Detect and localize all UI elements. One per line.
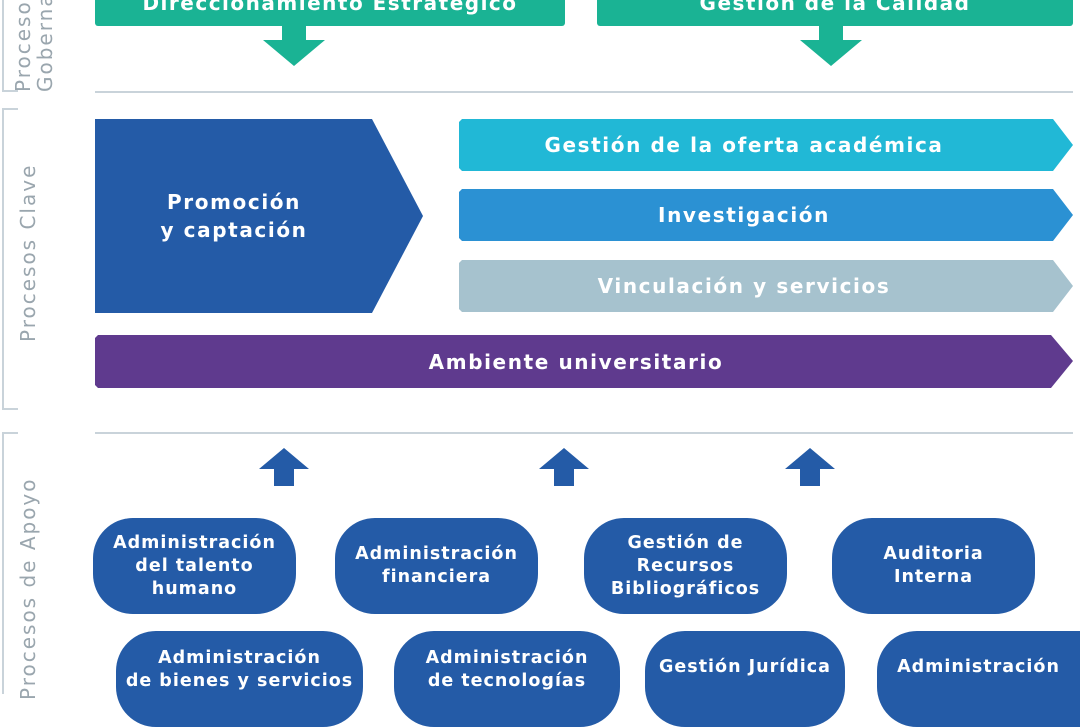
support-bienes-servicios-label: Administración de bienes y servicios <box>125 648 354 691</box>
support-financiera: Administración financiera <box>335 518 538 614</box>
promocion-shape <box>95 119 423 313</box>
process-investigacion-label: Investigación <box>658 203 830 227</box>
section-label-gobernantes-2: Gobernantes <box>33 0 57 92</box>
process-oferta-label: Gestión de la oferta académica <box>544 133 944 157</box>
process-shape-oferta <box>459 119 1073 171</box>
arrow-down-icon <box>263 26 325 66</box>
support-bienes-servicios: Administración de bienes y servicios <box>116 631 363 727</box>
support-administracion-label: Administración <box>897 657 1060 677</box>
support-administracion: Administración <box>877 631 1080 727</box>
governing-box-direccionamiento: Direccionamiento Estratégico <box>95 0 565 26</box>
arrow-up-icon <box>785 448 835 486</box>
ambiente-universitario: Ambiente universitario <box>87 335 1065 388</box>
support-financiera-label: Administración financiera <box>355 544 518 587</box>
section-label-clave: Procesos Clave <box>16 163 40 342</box>
promocion-text: Promoción y captación <box>160 190 308 242</box>
support-talento-humano: Administración del talento humano <box>93 518 296 614</box>
section-label-apoyo: Procesos de Apoyo <box>16 477 40 700</box>
governing-label-direccionamiento: Direccionamiento Estratégico <box>142 0 518 15</box>
support-auditoria-interna-label: Auditoria Interna <box>883 544 984 587</box>
support-recursos-bibliograficos: Gestión de Recursos Bibliográficos <box>584 518 787 614</box>
section-label-clave-text: Procesos Clave <box>16 163 40 342</box>
support-recursos-bibliograficos-label: Gestión de Recursos Bibliográficos <box>610 532 761 599</box>
arrow-down-icon <box>800 26 862 66</box>
support-tecnologias: Administración de tecnologías <box>394 631 620 727</box>
ambiente-label: Ambiente universitario <box>428 349 724 374</box>
support-gestion-juridica-label: Gestión Jurídica <box>659 657 831 677</box>
ambiente-shape <box>95 335 1073 388</box>
governing-label-calidad: Gestión de la Calidad <box>699 0 971 15</box>
divider-top <box>95 91 1073 93</box>
section-label-apoyo-text: Procesos de Apoyo <box>16 477 40 700</box>
process-vinculacion: Vinculación y servicios <box>459 260 1029 312</box>
support-tecnologias-label: Administración de tecnologías <box>425 648 589 691</box>
process-oferta: Gestión de la oferta académica <box>459 119 1029 171</box>
arrow-up-icon <box>539 448 589 486</box>
process-investigacion: Investigación <box>459 189 1029 241</box>
bracket-gobernantes <box>2 0 18 92</box>
bracket-apoyo <box>2 432 18 694</box>
process-shape-vinculacion <box>459 260 1073 312</box>
section-label-gobernantes-line2: Gobernantes <box>33 0 57 92</box>
support-auditoria-interna: Auditoria Interna <box>832 518 1035 614</box>
divider-middle <box>95 432 1073 434</box>
bracket-clave <box>2 108 18 410</box>
process-shape-investigacion <box>459 189 1073 241</box>
support-gestion-juridica: Gestión Jurídica <box>645 631 845 727</box>
promocion-label: Promoción y captación <box>95 119 373 313</box>
arrow-up-icon <box>259 448 309 486</box>
support-talento-humano-label: Administración del talento humano <box>113 532 276 599</box>
process-vinculacion-label: Vinculación y servicios <box>597 274 891 298</box>
governing-box-calidad: Gestión de la Calidad <box>597 0 1073 26</box>
